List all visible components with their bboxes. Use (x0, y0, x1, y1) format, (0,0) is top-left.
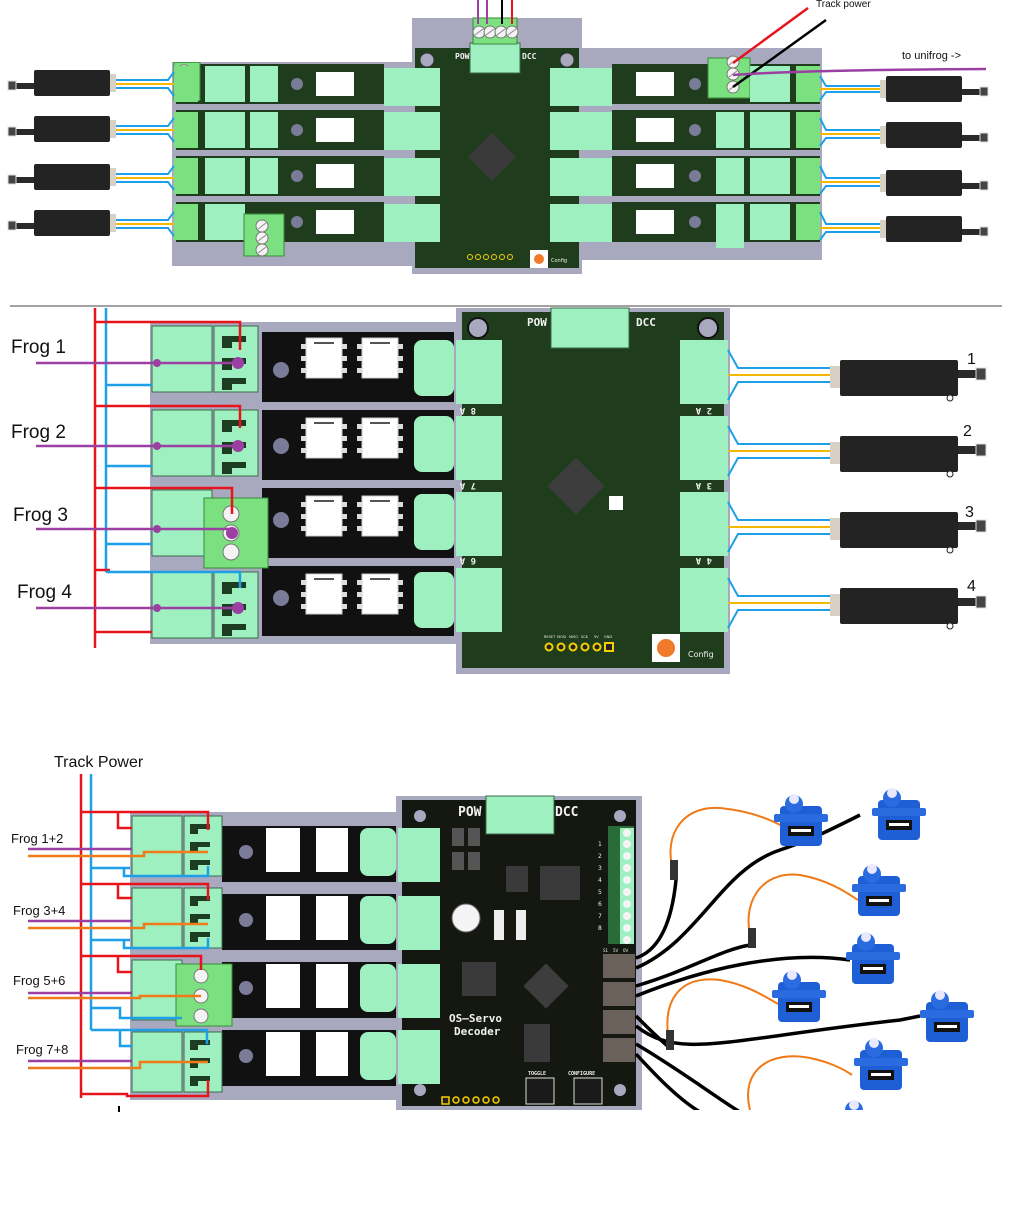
frog-4-label: Frog 4 (17, 582, 72, 603)
board1-config-button[interactable] (534, 254, 544, 264)
frog-bus-wires-3 (28, 774, 210, 1098)
motor-4-label: 4 (967, 578, 976, 595)
board3-pow-label: POW (458, 805, 482, 820)
toggle-label: TOGGLE (528, 1071, 546, 1077)
point-motors-2 (829, 359, 987, 630)
servo-decoder-pcb (402, 800, 636, 1106)
board1-power-connector (469, 42, 521, 74)
board1-side-connectors (384, 68, 612, 242)
svg-text:0V: 0V (623, 948, 629, 953)
unifrog-wire (732, 67, 987, 77)
board1-microcontroller (467, 132, 517, 182)
board2-config-button[interactable] (657, 639, 675, 657)
board1-pow-label: POW (455, 52, 470, 61)
track-power-label-top: Track power (816, 0, 871, 10)
frog-3-label: Frog 3 (13, 505, 68, 526)
svg-text:7 A: 7 A (459, 480, 476, 490)
svg-text:2: 2 (598, 853, 602, 860)
board2-header-labels: RESET MOSI MISO SCK 5V GND (544, 635, 612, 639)
svg-text:4: 4 (598, 877, 602, 884)
frog-1-label: Frog 1 (11, 337, 66, 358)
servo-pin-headers: S1 5V 0V (603, 948, 635, 1062)
servo-terminal-block: 1 2 3 4 5 6 7 8 (598, 826, 634, 944)
svg-text:8 A: 8 A (459, 405, 476, 415)
track-power-label: Track Power (54, 754, 144, 771)
track-power-wire-red (732, 6, 809, 65)
track-power-wire-black (732, 18, 827, 89)
motor-2-label: 2 (963, 423, 972, 440)
board2-config-label: Config (688, 650, 714, 659)
frog-78-label: Frog 7+8 (16, 1042, 68, 1057)
left-point-motors (7, 69, 117, 237)
svg-text:GND: GND (604, 635, 612, 639)
configure-label: CONFIGURE (568, 1071, 595, 1077)
board2-power-connector (550, 307, 630, 349)
motor-1-label: 1 (967, 351, 976, 368)
toggle-button[interactable] (525, 1077, 555, 1105)
svg-text:3: 3 (598, 865, 602, 872)
diagram-3-servo-decoder: Track Power POW DCC (11, 754, 1018, 1212)
board3-dcc-label: DCC (555, 805, 578, 820)
motor-3-label: 3 (965, 504, 974, 521)
frog-wire-dots (153, 357, 244, 614)
board3-title-line2: Decoder (454, 1025, 501, 1038)
svg-text:5: 5 (598, 889, 602, 896)
svg-text:MOSI: MOSI (557, 635, 566, 639)
unifrog-label: to unifrog -> (902, 50, 961, 62)
left-frog-modules (174, 62, 384, 257)
board1-header (467, 254, 513, 260)
left-motor-wires (110, 71, 175, 237)
board2-pow-label: POW (527, 316, 547, 329)
svg-text:6: 6 (598, 901, 602, 908)
board3-capacitor (451, 903, 481, 933)
board2-dcc-label: DCC (636, 316, 656, 329)
diagram-2-frog-wiring: POW DCC Config RESET MOSI MISO SCK 5V GN… (11, 307, 987, 674)
board1-dcc-label: DCC (522, 52, 537, 61)
servo-leads (666, 806, 859, 1111)
svg-text:5V: 5V (613, 948, 619, 953)
board1-config-label: Config (551, 258, 567, 264)
svg-text:RESET: RESET (544, 635, 556, 639)
svg-text:4 A: 4 A (695, 555, 712, 565)
frog-bus-wires-2 (36, 308, 242, 648)
board3-title-line1: OS–Servo (449, 1012, 502, 1025)
servo-connectors (666, 860, 756, 1050)
servo-cables (634, 813, 921, 1114)
svg-text:2 A: 2 A (695, 405, 712, 415)
frog-56-label: Frog 5+6 (13, 973, 65, 988)
servo-motors (772, 788, 974, 1152)
svg-text:8: 8 (598, 925, 602, 932)
motor-wires-2 (727, 349, 830, 629)
frog-12-label: Frog 1+2 (11, 831, 63, 846)
svg-text:MISO: MISO (569, 635, 578, 639)
svg-text:S1: S1 (603, 948, 609, 953)
board2-side-connectors (456, 340, 728, 632)
board3-power-connector (485, 795, 555, 835)
svg-text:6 A: 6 A (459, 555, 476, 565)
board2-port-labels: 8 A 7 A 6 A 2 A 3 A 4 A (459, 405, 712, 565)
board2-header (544, 642, 614, 652)
svg-text:3 A: 3 A (695, 480, 712, 490)
right-point-motors (879, 75, 989, 243)
svg-text:7: 7 (598, 913, 602, 920)
configure-button[interactable] (573, 1077, 603, 1105)
board3-header (441, 1096, 500, 1105)
svg-text:1: 1 (598, 841, 602, 848)
frog-2-label: Frog 2 (11, 422, 66, 443)
svg-text:SCK: SCK (581, 635, 589, 639)
svg-text:5V: 5V (594, 635, 599, 639)
board3-microcontroller (523, 963, 569, 1009)
frog-modules-3 (131, 815, 398, 1093)
right-frog-modules (612, 55, 820, 248)
diagram-1-eight-motor-layout: POW DCC Config (7, 0, 989, 274)
frog-34-label: Frog 3+4 (13, 903, 65, 918)
right-motor-wires (819, 75, 882, 241)
